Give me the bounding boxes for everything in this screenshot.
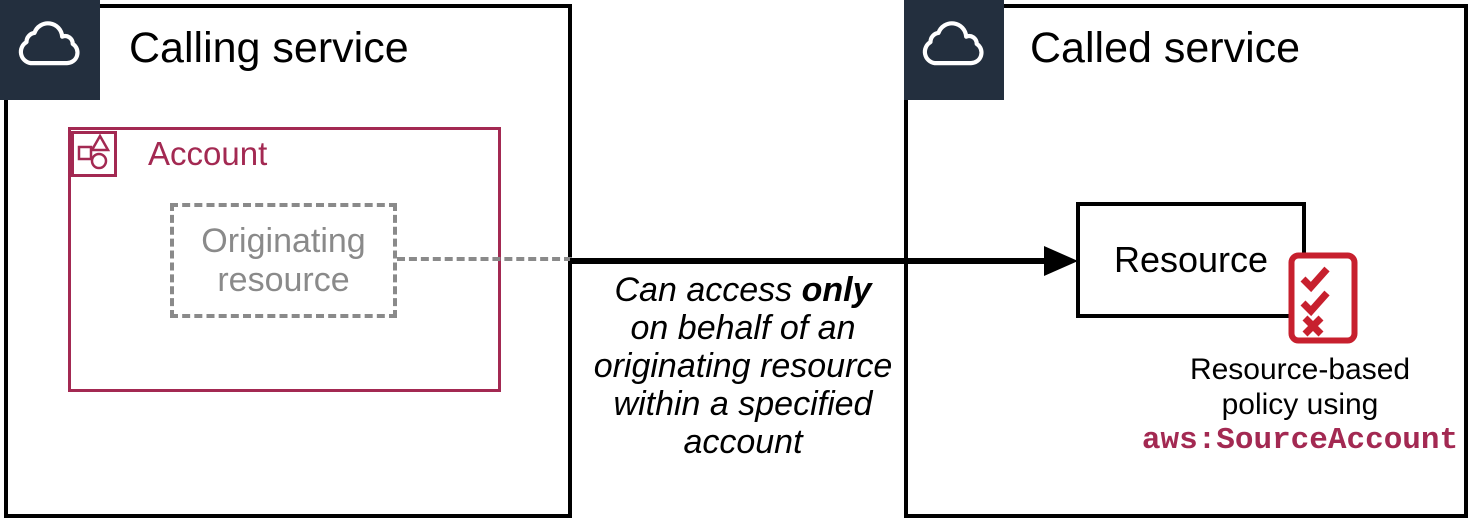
cloud-icon xyxy=(912,6,996,95)
originating-resource-box: Originating resource xyxy=(170,203,397,318)
calling-service-title: Calling service xyxy=(129,24,409,72)
originating-resource-label-line1: Originating xyxy=(201,221,366,260)
resource-box: Resource xyxy=(1076,202,1306,318)
arrow-caption-line5: account xyxy=(683,423,803,461)
arrow-caption-line2: on behalf of an xyxy=(630,309,856,347)
arrow-caption-line4: within a specified xyxy=(613,385,873,423)
policy-caption: Resource-based policy using aws:SourceAc… xyxy=(1130,352,1470,459)
arrow-caption-line1: Can access only xyxy=(563,271,923,309)
arrow-caption-line1-bold: only xyxy=(801,271,872,309)
originating-resource-label-line2: resource xyxy=(217,260,350,299)
calling-service-cloud-badge xyxy=(0,0,100,100)
arrow-caption: Can access only on behalf of an originat… xyxy=(563,271,923,461)
access-arrow-head xyxy=(1044,246,1078,276)
policy-checklist-icon xyxy=(1288,252,1358,344)
access-arrow-line xyxy=(570,258,1048,264)
arrow-caption-line3: originating resource xyxy=(593,347,893,385)
dashed-connector-line xyxy=(397,257,572,261)
called-service-cloud-badge xyxy=(904,0,1004,100)
arrow-caption-line1-regular: Can access xyxy=(614,271,802,309)
policy-caption-line2: policy using xyxy=(1221,388,1379,421)
account-shapes-icon xyxy=(71,131,117,177)
policy-condition-key-code: aws:SourceAccount xyxy=(1141,423,1459,458)
resource-label: Resource xyxy=(1113,239,1269,280)
account-label: Account xyxy=(148,135,268,172)
called-service-title: Called service xyxy=(1030,24,1301,72)
cloud-icon xyxy=(8,6,92,95)
policy-caption-line1: Resource-based xyxy=(1189,353,1411,386)
